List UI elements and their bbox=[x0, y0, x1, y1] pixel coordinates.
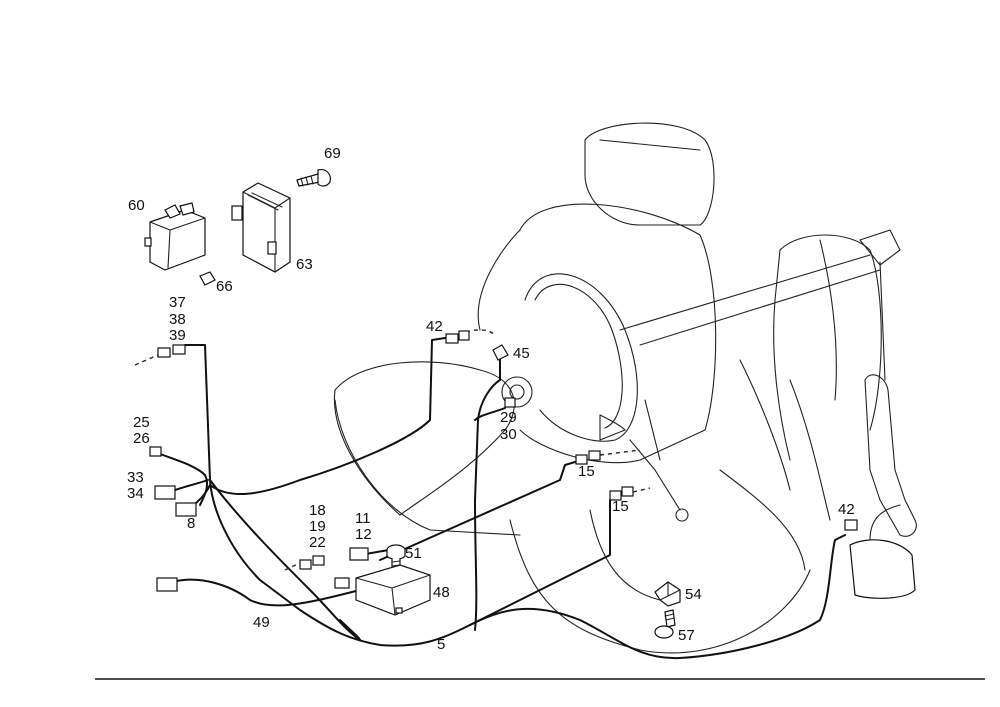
callout-69: 69 bbox=[324, 145, 341, 162]
steering-wheel-rim bbox=[524, 273, 638, 442]
seat-headrest bbox=[584, 122, 715, 226]
callout-66: 66 bbox=[216, 278, 233, 295]
belt-retractor bbox=[849, 539, 916, 599]
connector-15b-b bbox=[621, 486, 634, 497]
dashed-continuation-2 bbox=[465, 329, 496, 336]
callout-29: 29 bbox=[500, 409, 517, 426]
callout-15-upper: 15 bbox=[578, 463, 595, 480]
connector-near-48 bbox=[334, 577, 350, 589]
connectors bbox=[149, 330, 858, 592]
wiring-harness bbox=[154, 337, 846, 660]
connector-11 bbox=[349, 547, 369, 561]
callout-39: 39 bbox=[169, 327, 186, 344]
control-unit-48 bbox=[355, 564, 431, 616]
connector-15b bbox=[609, 490, 622, 501]
callout-8: 8 bbox=[187, 515, 195, 532]
connector-42a-b bbox=[458, 330, 470, 341]
callout-51: 51 bbox=[405, 545, 422, 562]
seat-backrest bbox=[519, 203, 717, 464]
clip-54 bbox=[654, 581, 681, 607]
callout-22: 22 bbox=[309, 534, 326, 551]
callout-33: 33 bbox=[127, 469, 144, 486]
seat-belt bbox=[619, 254, 871, 331]
callout-26: 26 bbox=[133, 430, 150, 447]
control-module-63 bbox=[231, 182, 291, 273]
connector-33 bbox=[154, 485, 176, 500]
vehicle-interior-outline bbox=[333, 122, 917, 654]
callout-19: 19 bbox=[309, 518, 326, 535]
callout-54: 54 bbox=[685, 586, 702, 603]
callout-63: 63 bbox=[296, 256, 313, 273]
callout-45: 45 bbox=[513, 345, 530, 362]
callout-5: 5 bbox=[437, 636, 445, 653]
connector-8 bbox=[175, 502, 197, 517]
callout-34: 34 bbox=[127, 485, 144, 502]
steering-hub bbox=[501, 376, 533, 408]
dashed-continuation-3 bbox=[284, 561, 303, 571]
seat-cushion bbox=[333, 361, 515, 516]
bolt-57 bbox=[654, 609, 676, 639]
connector-19 bbox=[312, 555, 325, 566]
connector-18 bbox=[299, 559, 312, 570]
dashed-continuation-5 bbox=[632, 487, 651, 493]
callout-labels: 69 60 63 66 37 38 39 42 45 25 26 29 30 3… bbox=[127, 145, 855, 653]
callout-42-right: 42 bbox=[838, 501, 855, 518]
plug-66 bbox=[199, 271, 216, 286]
connector-38 bbox=[172, 344, 186, 355]
connector-25 bbox=[149, 446, 162, 457]
callout-18: 18 bbox=[309, 502, 326, 519]
callout-38: 38 bbox=[169, 311, 186, 328]
callout-57: 57 bbox=[678, 627, 695, 644]
seat-belt-buckle bbox=[864, 374, 917, 537]
dashed-continuation-1 bbox=[134, 354, 159, 366]
callout-30: 30 bbox=[500, 426, 517, 443]
callout-25: 25 bbox=[133, 414, 150, 431]
screw-69 bbox=[296, 169, 331, 187]
callout-11: 11 bbox=[355, 510, 371, 527]
callout-60: 60 bbox=[128, 197, 145, 214]
connector-42a bbox=[445, 333, 459, 344]
connector-37 bbox=[157, 347, 171, 358]
dashed-continuation-4 bbox=[599, 449, 641, 456]
connector-15a bbox=[575, 454, 588, 465]
bulb-45 bbox=[492, 344, 509, 361]
callout-15-lower: 15 bbox=[612, 498, 629, 515]
callout-37: 37 bbox=[169, 294, 186, 311]
connector-29 bbox=[504, 397, 516, 408]
floor-outline bbox=[509, 519, 811, 654]
connector-42b bbox=[844, 519, 858, 531]
control-unit-60 bbox=[144, 202, 206, 271]
callout-12: 12 bbox=[355, 526, 372, 543]
callout-48: 48 bbox=[433, 584, 450, 601]
callout-42-top: 42 bbox=[426, 318, 443, 335]
connector-15a-b bbox=[588, 450, 601, 461]
callout-49: 49 bbox=[253, 614, 270, 631]
connector-49 bbox=[156, 577, 178, 592]
